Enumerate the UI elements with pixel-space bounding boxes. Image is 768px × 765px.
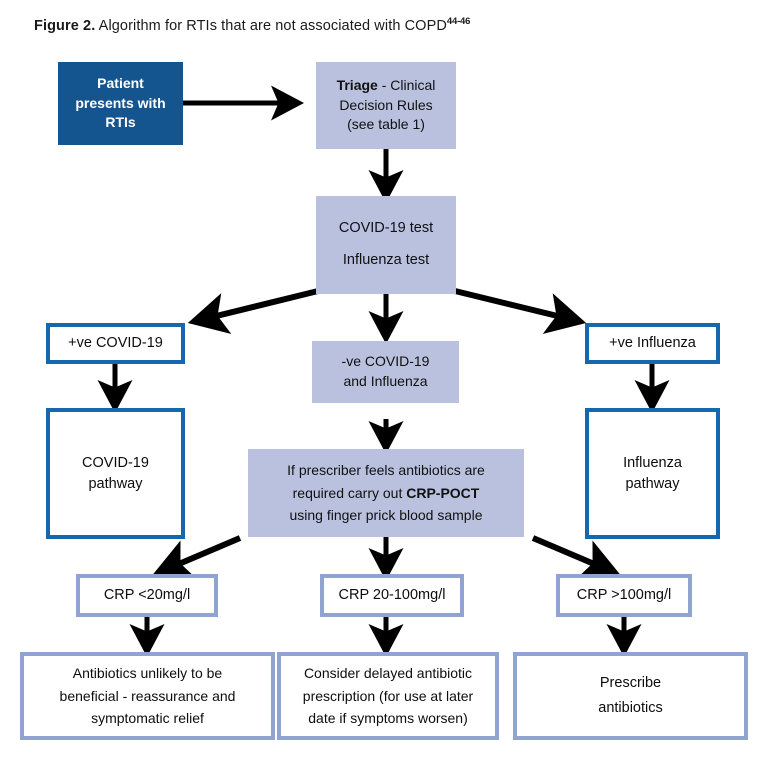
node-crp-poct-line-3: using finger prick blood sample: [289, 507, 483, 524]
node-crp-poct-line-2: required carry out CRP-POCT: [293, 482, 480, 505]
node-negative-both-line-1: -ve COVID-19: [341, 353, 430, 370]
node-outcome-prescribe-line-1: Prescribe: [599, 675, 662, 692]
node-tests: COVID-19 test Influenza test: [316, 196, 456, 294]
figure-caption: Figure 2. Algorithm for RTIs that are no…: [34, 16, 470, 34]
node-influenza-pathway: Influenza pathway: [585, 408, 720, 539]
node-covid-pathway-line-1: COVID-19: [82, 454, 149, 471]
node-patient-line-2: presents with: [75, 94, 166, 111]
node-crp-mid-label: CRP 20-100mg/l: [338, 587, 446, 604]
node-outcome-prescribe-line-2: antibiotics: [598, 700, 663, 716]
arrow-crp-poct-to-crp-low: [152, 535, 242, 580]
node-triage-line-1: Triage - Clinical: [337, 76, 436, 96]
node-patient-line-3: RTIs: [105, 114, 136, 131]
node-crp-high-label: CRP >100mg/l: [576, 587, 672, 604]
node-positive-covid-label: +ve COVID-19: [68, 335, 163, 352]
node-triage: Triage - Clinical Decision Rules (see ta…: [316, 62, 456, 149]
arrow-tests-to-pos-covid: [187, 288, 319, 334]
node-tests-line-2: Influenza test: [342, 252, 430, 268]
node-outcome-delayed-line-3: date if symptoms worsen): [308, 710, 468, 727]
node-negative-both: -ve COVID-19 and Influenza: [312, 341, 459, 403]
node-outcome-no-antibiotics-line-2: beneficial - reassurance and: [59, 687, 236, 704]
node-outcome-prescribe-antibiotics: Prescribe antibiotics: [513, 652, 748, 740]
node-crp-mid: CRP 20-100mg/l: [320, 574, 464, 617]
node-influenza-pathway-line-2: pathway: [625, 475, 680, 492]
node-negative-both-line-2: and Influenza: [343, 373, 428, 389]
node-triage-line-3: (see table 1): [347, 116, 425, 133]
node-influenza-pathway-line-1: Influenza: [623, 454, 682, 471]
node-outcome-delayed-line-1: Consider delayed antibiotic: [303, 665, 473, 682]
node-outcome-no-antibiotics-line-1: Antibiotics unlikely to be: [72, 665, 223, 682]
node-crp-poct-line-1: If prescriber feels antibiotics are: [287, 461, 485, 478]
node-crp-poct-instruction: If prescriber feels antibiotics are requ…: [248, 449, 524, 537]
node-crp-poct-bold-term: CRP-POCT: [406, 484, 480, 501]
node-crp-poct-line-2-pre: required carry out: [292, 484, 407, 501]
node-positive-covid: +ve COVID-19: [46, 323, 185, 364]
figure-caption-text: Algorithm for RTIs that are not associat…: [95, 17, 447, 34]
node-covid-pathway-line-2: pathway: [88, 475, 143, 492]
arrow-crp-poct-to-crp-high: [531, 535, 621, 580]
node-crp-high: CRP >100mg/l: [556, 574, 692, 617]
node-tests-line-1: COVID-19 test: [338, 220, 434, 237]
node-outcome-delayed-line-2: prescription (for use at later: [302, 687, 474, 704]
arrow-tests-to-pos-influenza: [454, 288, 587, 335]
figure-number: Figure 2.: [34, 17, 96, 34]
node-triage-bold-term: Triage: [336, 76, 378, 93]
node-outcome-no-antibiotics: Antibiotics unlikely to be beneficial - …: [20, 652, 275, 740]
node-positive-influenza-label: +ve Influenza: [609, 335, 696, 352]
node-triage-line-2: Decision Rules: [339, 96, 433, 113]
node-triage-line-1-rest: - Clinical: [377, 76, 436, 93]
node-patient-line-1: Patient: [97, 74, 144, 91]
figure-reference-superscript: 44-46: [446, 16, 471, 27]
node-outcome-no-antibiotics-line-3: symptomatic relief: [91, 710, 204, 727]
node-patient-presents: Patient presents with RTIs: [58, 62, 183, 145]
node-covid-pathway: COVID-19 pathway: [46, 408, 185, 539]
node-positive-influenza: +ve Influenza: [585, 323, 720, 364]
node-outcome-delayed-prescription: Consider delayed antibiotic prescription…: [277, 652, 499, 740]
node-crp-low-label: CRP <20mg/l: [103, 587, 191, 604]
node-crp-low: CRP <20mg/l: [76, 574, 218, 617]
